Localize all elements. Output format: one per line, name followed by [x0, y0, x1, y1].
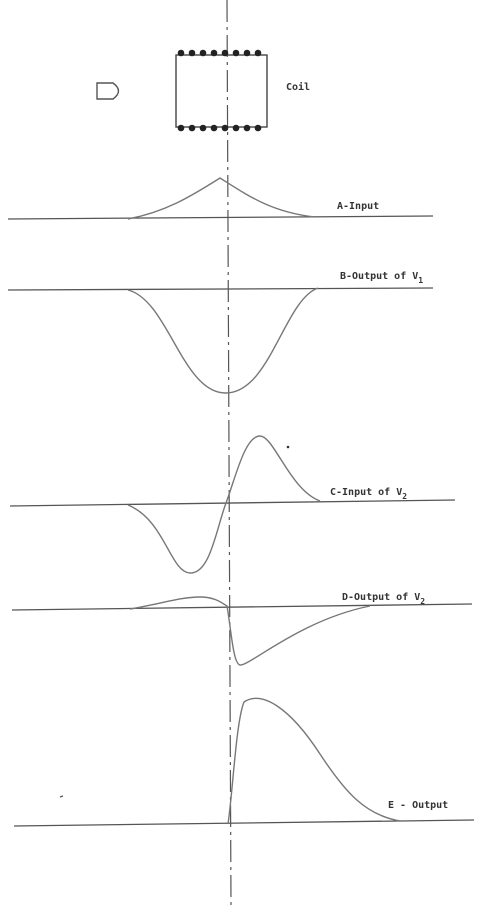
coil: Coil — [175, 49, 310, 132]
trace-e: E - Output — [13, 697, 475, 827]
coil-body — [175, 54, 268, 128]
trace-e-waveform — [227, 697, 401, 825]
trace-a-label: A-Input — [337, 201, 379, 212]
trace-d-subscript: 2 — [420, 597, 425, 606]
trace-b-waveform — [127, 287, 319, 394]
trace-c-ink-dot — [286, 445, 290, 449]
trace-b-label: B-Output of V1 — [340, 271, 423, 285]
trace-a-baseline — [7, 215, 434, 220]
magnet-symbol — [96, 82, 120, 100]
trace-c-label: C-Input of V2 — [330, 487, 407, 501]
trace-c: C-Input of V2 — [9, 435, 456, 574]
trace-c-baseline — [9, 499, 456, 507]
trace-a-waveform — [127, 177, 315, 220]
trace-e-baseline — [13, 819, 475, 827]
trace-b-baseline — [7, 287, 434, 291]
trace-b-subscript: 1 — [418, 276, 423, 285]
trace-c-subscript: 2 — [402, 492, 407, 501]
coil-windings-top — [177, 49, 262, 57]
coil-label: Coil — [286, 81, 310, 93]
trace-e-ink-mark — [59, 795, 64, 798]
trace-d-waveform — [129, 596, 371, 666]
trace-d: D-Output of V2 — [11, 592, 473, 666]
center-reference-line — [226, 0, 232, 907]
trace-b: B-Output of V1 — [7, 271, 434, 394]
coil-windings-bottom — [177, 124, 262, 132]
trace-c-waveform — [127, 435, 321, 574]
trace-a: A-Input — [7, 177, 434, 220]
trace-d-label: D-Output of V2 — [342, 592, 425, 606]
trace-d-baseline — [11, 603, 473, 611]
trace-e-label: E - Output — [388, 800, 448, 811]
